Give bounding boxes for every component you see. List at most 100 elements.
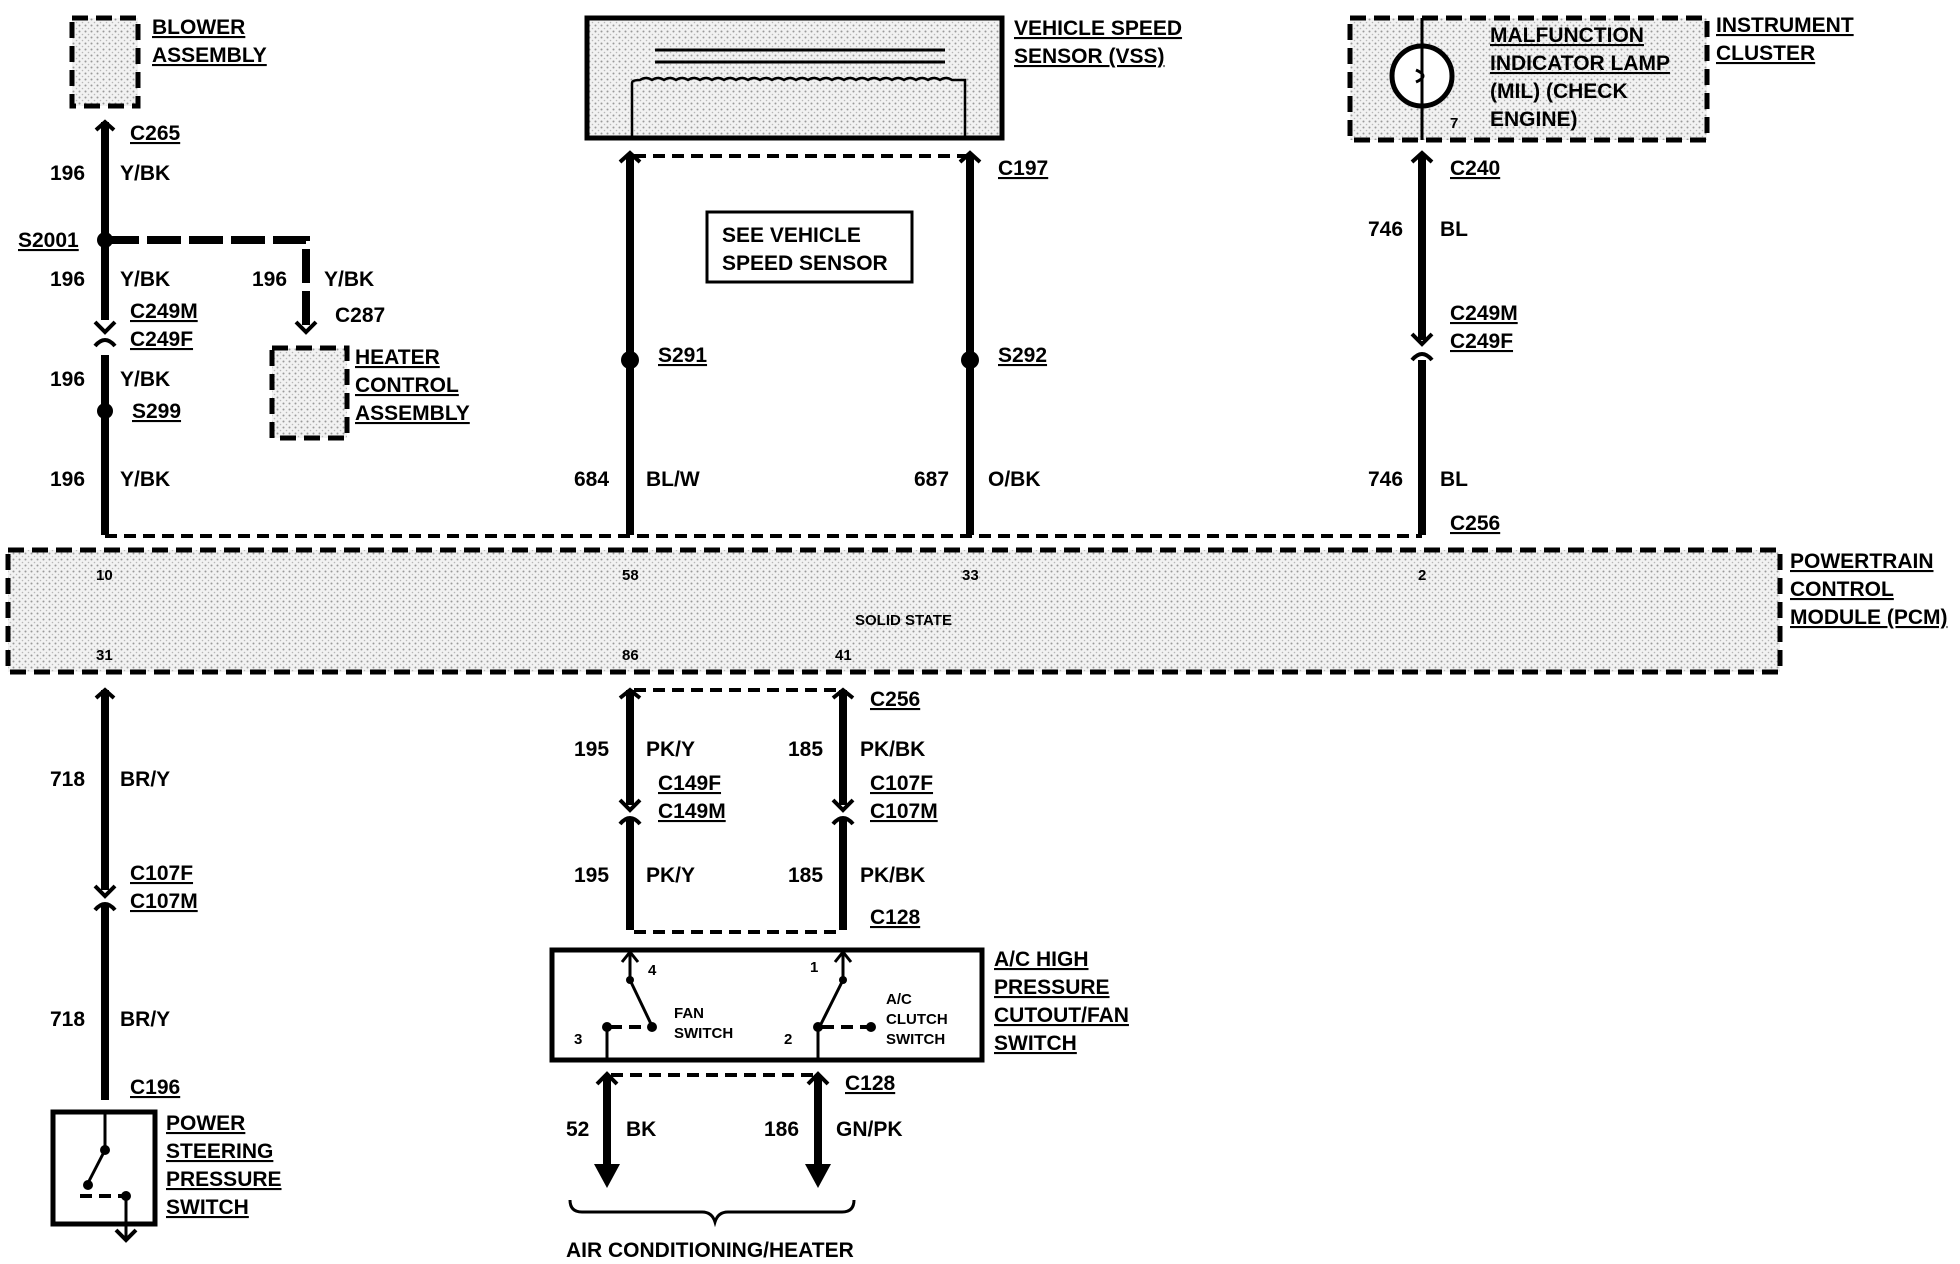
brace xyxy=(568,1199,856,1228)
pin-31: 31 xyxy=(96,647,113,664)
col52: BK xyxy=(626,1118,656,1141)
clutch-label-3: SWITCH xyxy=(886,1031,945,1048)
w746-a: 746 xyxy=(1368,218,1403,241)
splice-s299 xyxy=(97,403,113,419)
col684: BL/W xyxy=(646,468,700,491)
w186: 186 xyxy=(764,1118,799,1141)
pin-7: 7 xyxy=(1450,115,1458,132)
w185-b: 185 xyxy=(788,864,823,887)
arrow-down-icon xyxy=(594,1164,620,1188)
pin-1: 1 xyxy=(810,959,818,976)
pin-3: 3 xyxy=(574,1031,582,1048)
fan-switch-label-2: SWITCH xyxy=(674,1025,733,1042)
col185-b: PK/BK xyxy=(860,864,925,887)
fan-switch-contact xyxy=(628,979,654,1027)
pin-86: 86 xyxy=(622,647,639,664)
c249m-left: C249M xyxy=(130,300,198,323)
w195-b: 195 xyxy=(574,864,609,887)
ps-label-4: SWITCH xyxy=(166,1196,249,1219)
c256-bottom: C256 xyxy=(870,688,920,711)
col746-b: BL xyxy=(1440,468,1468,491)
mil-label-3: (MIL) (CHECK xyxy=(1490,80,1628,103)
c128-bottom: C128 xyxy=(845,1072,896,1095)
col746-a: BL xyxy=(1440,218,1468,241)
col196-d: Y/BK xyxy=(120,368,170,391)
heater-control-box xyxy=(269,345,350,441)
ps-label-3: PRESSURE xyxy=(166,1168,282,1191)
c240-label: C240 xyxy=(1450,157,1500,180)
c107f-mid: C107F xyxy=(870,772,933,795)
blower-label-2: ASSEMBLY xyxy=(152,44,267,67)
mil-label-2: INDICATOR LAMP xyxy=(1490,52,1670,75)
col195-a: PK/Y xyxy=(646,738,695,761)
clutch-switch-contact xyxy=(818,979,845,1027)
w196-d: 196 xyxy=(50,368,85,391)
clutch-label-1: A/C xyxy=(886,991,912,1008)
ps-label-1: POWER xyxy=(166,1112,245,1135)
mil-label-4: ENGINE) xyxy=(1490,108,1578,131)
ac-label-3: CUTOUT/FAN xyxy=(994,1004,1129,1027)
pin-2b: 2 xyxy=(784,1031,792,1048)
vss-label-2: SENSOR (VSS) xyxy=(1014,45,1165,68)
cluster-label-1: INSTRUMENT xyxy=(1716,14,1854,37)
ac-switch-box xyxy=(549,947,985,1063)
pcm-label-3: MODULE (PCM) xyxy=(1790,606,1947,629)
w718-b: 718 xyxy=(50,1008,85,1031)
pcm-inner: SOLID STATE xyxy=(855,612,952,629)
c149f-label: C149F xyxy=(658,772,721,795)
pin-41: 41 xyxy=(835,647,852,664)
col196-b: Y/BK xyxy=(120,268,170,291)
vss-label-1: VEHICLE SPEED xyxy=(1014,17,1182,40)
s2001-label: S2001 xyxy=(18,229,79,252)
c107f-left: C107F xyxy=(130,862,193,885)
mil-label-1: MALFUNCTION xyxy=(1490,24,1644,47)
cluster-label-2: CLUSTER xyxy=(1716,42,1815,65)
s292-label: S292 xyxy=(998,344,1047,367)
blower-assembly-box xyxy=(69,15,141,109)
c265-label: C265 xyxy=(130,122,181,145)
w196-e: 196 xyxy=(50,468,85,491)
pin-58: 58 xyxy=(622,567,639,584)
col196-e: Y/BK xyxy=(120,468,170,491)
arrow-down-icon xyxy=(805,1164,831,1188)
col687: O/BK xyxy=(988,468,1041,491)
pin-33: 33 xyxy=(962,567,979,584)
w718-a: 718 xyxy=(50,768,85,791)
w195-a: 195 xyxy=(574,738,609,761)
col718-a: BR/Y xyxy=(120,768,170,791)
ground-icon xyxy=(114,1228,138,1243)
col196-a: Y/BK xyxy=(120,162,170,185)
w687: 687 xyxy=(914,468,949,491)
ac-label-1: A/C HIGH xyxy=(994,948,1089,971)
see-vss-box xyxy=(705,210,914,284)
heater-label-3: ASSEMBLY xyxy=(355,402,470,425)
w185-a: 185 xyxy=(788,738,823,761)
ps-label-2: STEERING xyxy=(166,1140,273,1163)
wire-196-branch xyxy=(105,236,310,330)
w196-b: 196 xyxy=(50,268,85,291)
s299-label: S299 xyxy=(132,400,181,423)
see-vss-2: SPEED SENSOR xyxy=(722,252,888,275)
heater-label-2: CONTROL xyxy=(355,374,459,397)
pin-2: 2 xyxy=(1418,567,1426,584)
c249f-left: C249F xyxy=(130,328,193,351)
c196-label: C196 xyxy=(130,1076,180,1099)
c249m-right: C249M xyxy=(1450,302,1518,325)
ac-label-2: PRESSURE xyxy=(994,976,1110,999)
w196-c: 196 xyxy=(252,268,287,291)
pin-10: 10 xyxy=(96,567,113,584)
vss-coil xyxy=(630,76,967,138)
footer-label: AIR CONDITIONING/HEATER xyxy=(566,1239,854,1262)
ac-label-4: SWITCH xyxy=(994,1032,1077,1055)
c149m-label: C149M xyxy=(658,800,726,823)
col195-b: PK/Y xyxy=(646,864,695,887)
ps-switch-contact xyxy=(86,1149,107,1184)
w196-a: 196 xyxy=(50,162,85,185)
col718-b: BR/Y xyxy=(120,1008,170,1031)
clutch-label-2: CLUTCH xyxy=(886,1011,948,1028)
see-vss-1: SEE VEHICLE xyxy=(722,224,861,247)
c128-top: C128 xyxy=(870,906,921,929)
c249f-right: C249F xyxy=(1450,330,1513,353)
c197-label: C197 xyxy=(998,157,1048,180)
